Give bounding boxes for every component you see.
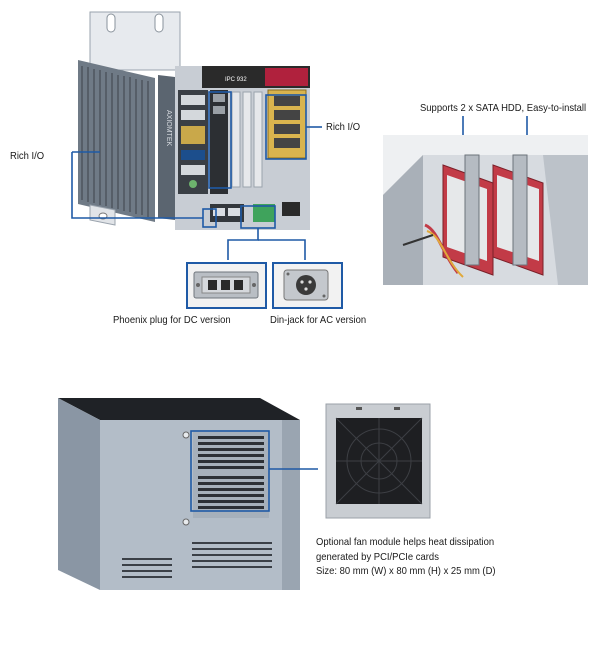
rear-vent-upper — [193, 430, 269, 518]
fan-caption-line-3: Size: 80 mm (W) x 80 mm (H) x 25 mm (D) — [316, 565, 496, 577]
rich-io-right-label: Rich I/O — [326, 121, 361, 133]
fan-caption-line-2: generated by PCI/PCIe cards — [316, 550, 439, 563]
fan-module-caption: Optional fan module helps heat dissipati… — [316, 535, 496, 579]
phoenix-plug-label: Phoenix plug for DC version — [113, 314, 231, 326]
ipc-rear-photo — [58, 398, 300, 590]
fan-module-photo — [325, 403, 431, 519]
side-heatsink — [78, 60, 155, 226]
din-jack-inset — [272, 262, 343, 309]
side-logo-band: AXIOMTEK — [158, 75, 175, 220]
rich-io-left-label: Rich I/O — [10, 150, 45, 162]
hdd-bay-photo — [383, 135, 588, 285]
fan-caption-line-1: Optional fan module helps heat dissipati… — [316, 536, 495, 548]
din-jack-label: Din-jack for AC version — [270, 314, 367, 326]
fan-callout-lines — [190, 430, 318, 512]
din-jack-photo — [283, 269, 329, 301]
phoenix-plug-photo — [193, 271, 259, 299]
brand-vertical-text: AXIOMTEK — [165, 110, 172, 147]
callout-lines-top — [71, 91, 322, 260]
model-badge: IPC 932 — [225, 77, 247, 83]
phoenix-plug-inset — [186, 262, 267, 309]
sata-hdd-label: Supports 2 x SATA HDD, Easy-to-install — [420, 102, 587, 114]
rear-vent-lower — [122, 542, 272, 578]
